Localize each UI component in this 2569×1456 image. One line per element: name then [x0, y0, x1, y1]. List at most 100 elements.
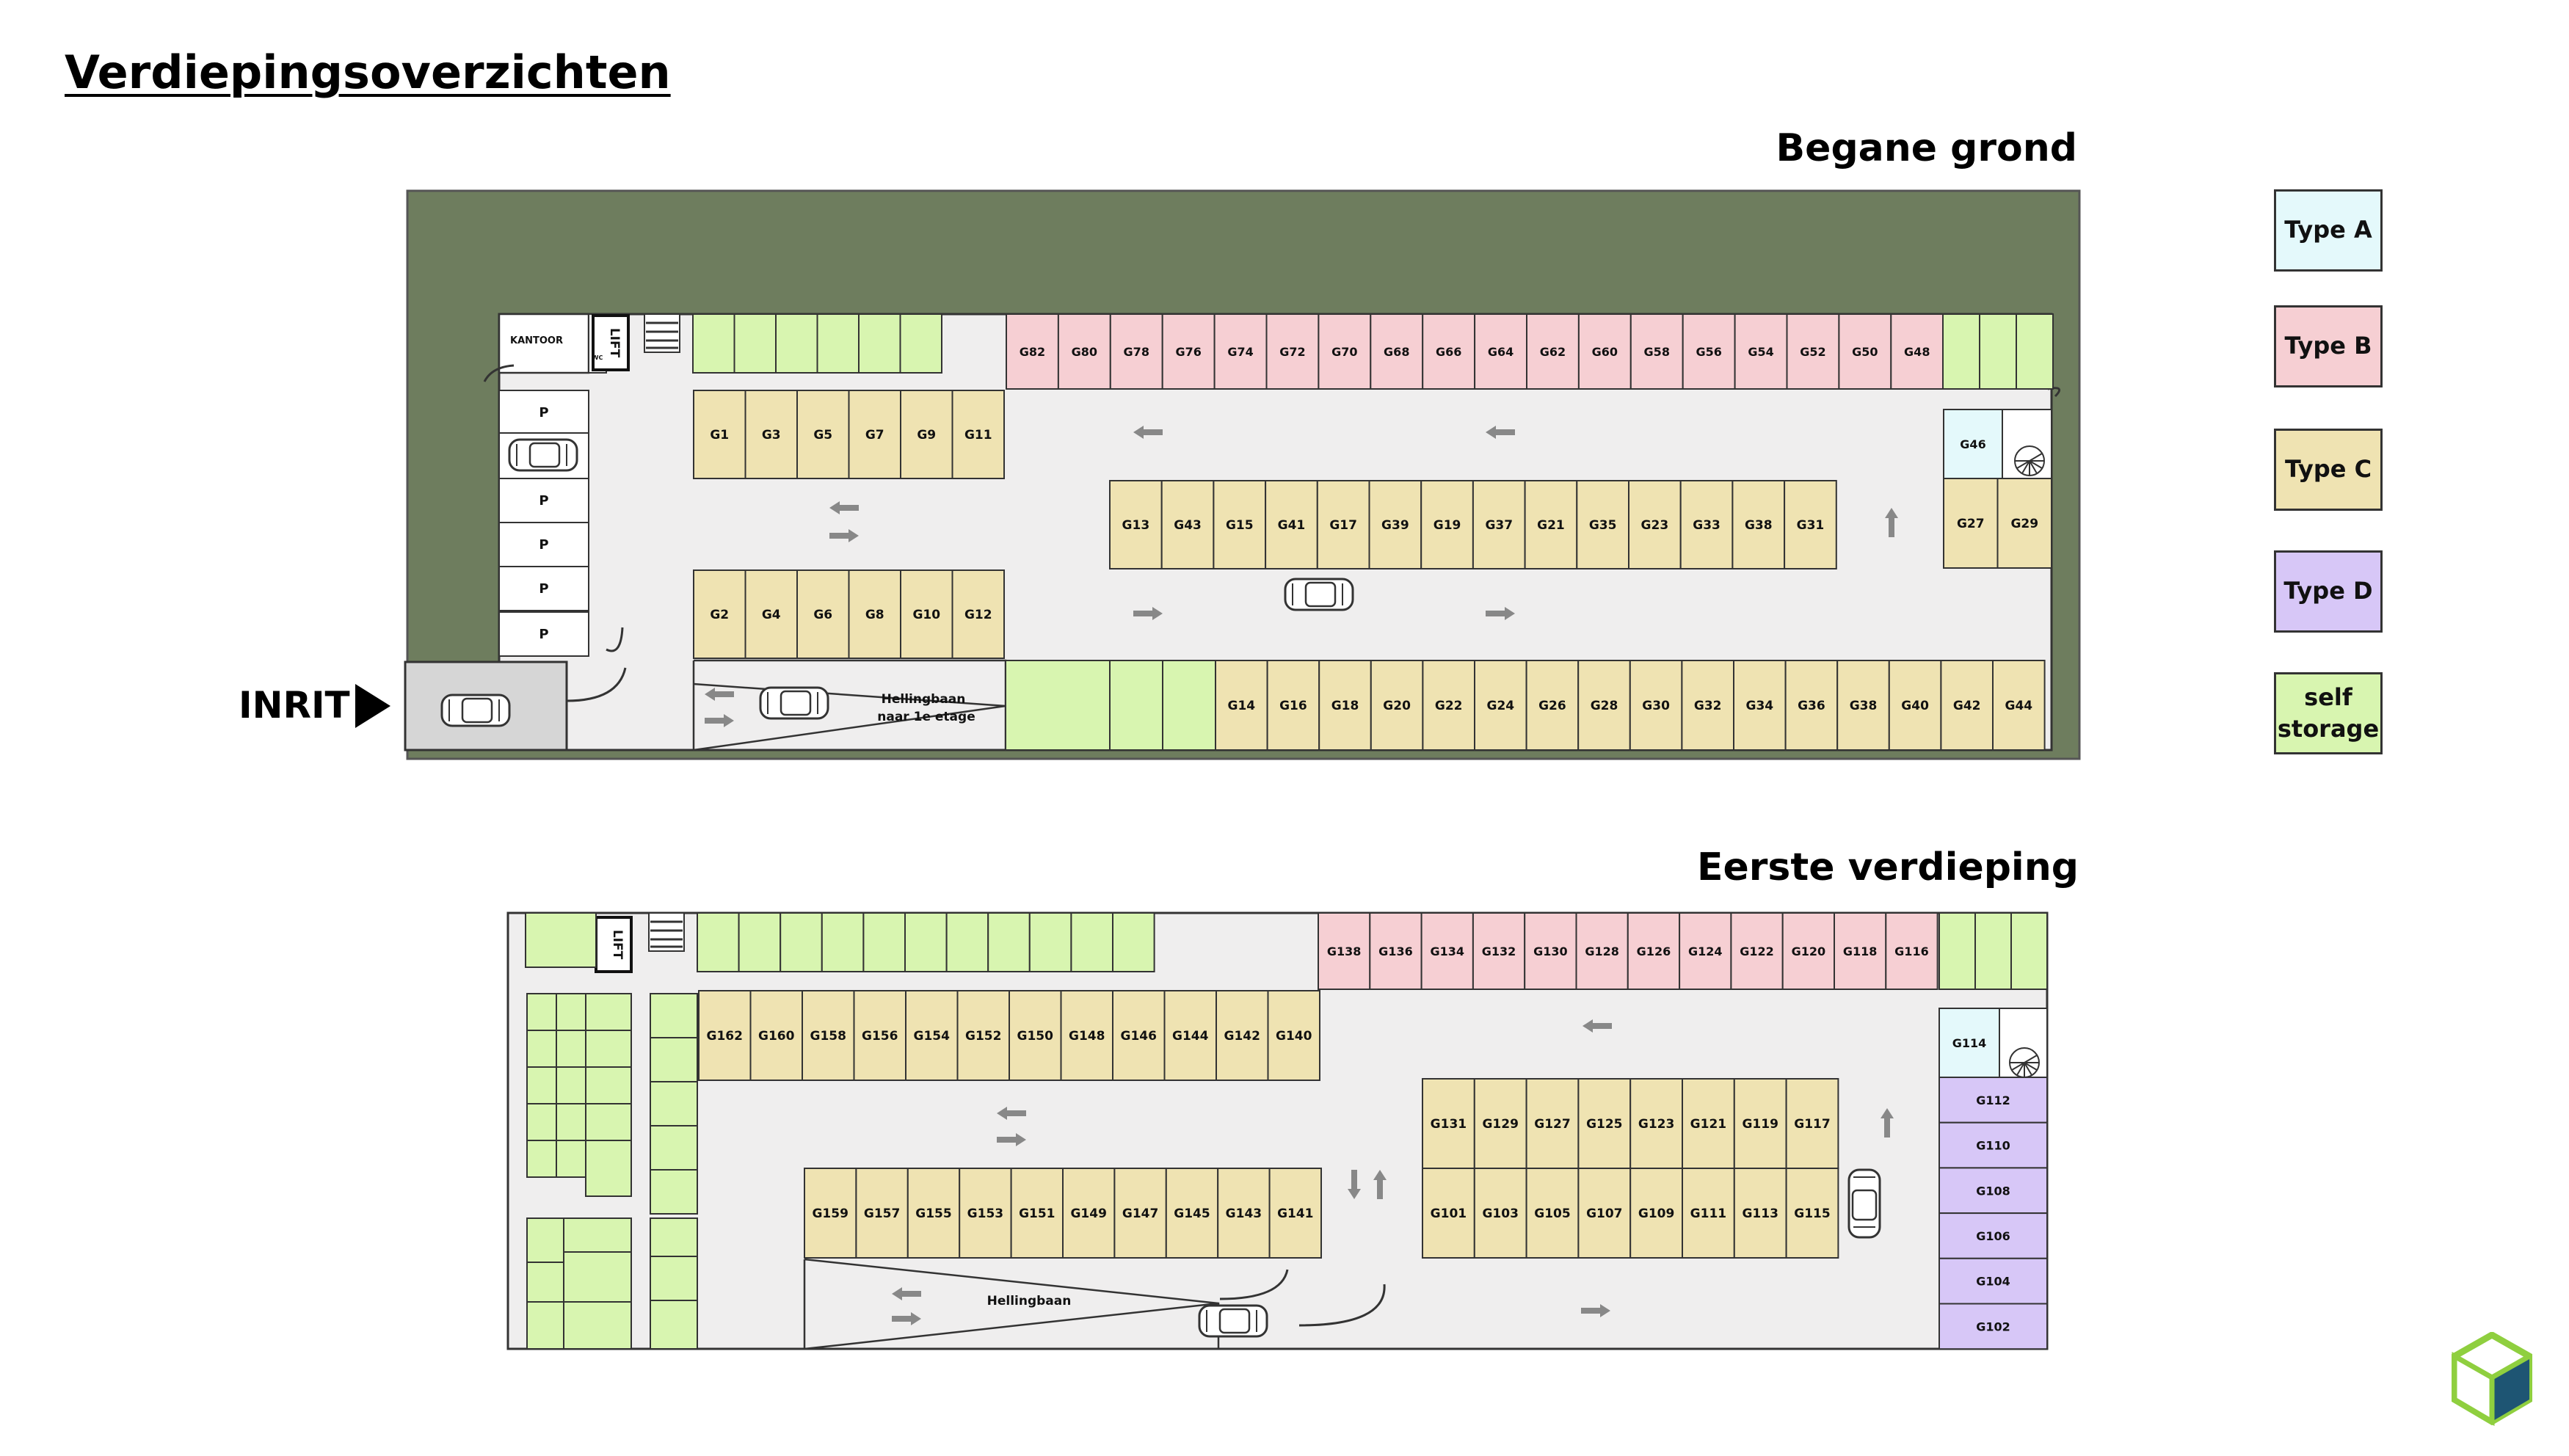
spot-label: G129 [1482, 1117, 1518, 1132]
spot-label: G52 [1800, 345, 1825, 359]
spot-label: G64 [1488, 345, 1514, 359]
parking-spot-g115 [1785, 1168, 1839, 1259]
legend-type-d: Type D [2274, 550, 2383, 633]
spot-label: G126 [1637, 944, 1671, 958]
parking-spot-g29 [1996, 478, 2052, 569]
spot-label: G3 [762, 428, 781, 443]
parking-spot-g35 [1576, 480, 1630, 569]
spot-label: P [539, 537, 548, 553]
spot-label: G26 [1538, 699, 1566, 713]
parking-spot-g66 [1422, 313, 1476, 390]
spot-label: G23 [1641, 518, 1669, 533]
parking-spot-g70 [1318, 313, 1372, 390]
self-storage-unit [692, 313, 735, 374]
spot-label: G33 [1693, 518, 1720, 533]
parking-spot-g119 [1733, 1078, 1787, 1169]
parking-spot-g18 [1318, 660, 1372, 751]
spot-label: G37 [1485, 518, 1513, 533]
parking-spot-g143 [1217, 1168, 1271, 1259]
parking-spot-g136 [1369, 912, 1422, 990]
parking-spot-g147 [1113, 1168, 1167, 1259]
parking-spot-g31 [1784, 480, 1837, 569]
spot-label: P [539, 405, 548, 421]
self-storage-unit [526, 1301, 564, 1350]
spot-label: G5 [813, 428, 832, 443]
parking-spot-g144 [1163, 990, 1217, 1081]
spot-label: G48 [1904, 345, 1930, 359]
self-storage-unit [650, 993, 698, 1038]
parking-spot-g38 [1732, 480, 1786, 569]
spot-label: G122 [1740, 944, 1774, 958]
spot-label: G118 [1843, 944, 1878, 958]
spot-label: G153 [967, 1206, 1003, 1221]
parking-spot-g82 [1006, 313, 1059, 390]
spot-label: G62 [1540, 345, 1566, 359]
spot-label: G35 [1589, 518, 1617, 533]
parking-spot-g120 [1781, 912, 1835, 990]
parking-spot-g22 [1422, 660, 1476, 751]
parking-spot-g132 [1472, 912, 1526, 990]
spot-label: G150 [1017, 1029, 1054, 1044]
parking-spot-g39 [1368, 480, 1422, 569]
spot-label: G121 [1690, 1117, 1726, 1132]
spot-label: G70 [1331, 345, 1357, 359]
self-storage-unit [563, 1217, 632, 1253]
ramp-label-1: Hellingbaan [882, 692, 966, 707]
self-storage-unit [1162, 660, 1216, 751]
self-storage-unit [650, 1081, 698, 1126]
self-storage-unit [556, 993, 586, 1031]
spot-label: G7 [865, 428, 884, 443]
parking-spot-g104 [1938, 1257, 2048, 1305]
spot-label: G74 [1227, 345, 1253, 359]
self-storage-unit [1109, 660, 1163, 751]
parking-spot-g17 [1316, 480, 1370, 569]
spot-label: G66 [1436, 345, 1461, 359]
spot-label: G136 [1378, 944, 1413, 958]
spot-label: G13 [1122, 518, 1150, 533]
parking-spot-g78 [1109, 313, 1163, 390]
spot-label: G134 [1430, 944, 1464, 958]
parking-spot-g7 [848, 390, 901, 479]
parking-spot-g10 [900, 569, 953, 659]
parking-spot-g101 [1422, 1168, 1475, 1259]
spot-label: G24 [1486, 699, 1514, 713]
parking-spot-g56 [1682, 313, 1736, 390]
spot-label: G6 [813, 608, 832, 622]
spot-label: G76 [1175, 345, 1201, 359]
spot-label: G56 [1696, 345, 1721, 359]
self-storage-unit [585, 1030, 632, 1068]
parking-spot-g141 [1268, 1168, 1322, 1259]
spot-label: G31 [1797, 518, 1825, 533]
self-storage-unit [733, 313, 777, 374]
parking-spot-g12 [951, 569, 1005, 659]
spot-label: G11 [964, 428, 992, 443]
parking-spot-g117 [1785, 1078, 1839, 1169]
parking-spot-g43 [1160, 480, 1215, 569]
self-storage-unit [585, 1103, 632, 1141]
spot-label: G148 [1069, 1029, 1105, 1044]
spot-label: G8 [865, 608, 884, 622]
self-storage-unit [525, 912, 597, 968]
spot-label: G125 [1586, 1117, 1622, 1132]
parking-spot-g76 [1161, 313, 1216, 390]
self-storage-unit [585, 1140, 632, 1197]
self-storage-unit [585, 993, 632, 1031]
parking-spot-g2 [693, 569, 746, 659]
parking-spot-g156 [853, 990, 906, 1081]
self-storage-unit [585, 1066, 632, 1104]
spot-label: G156 [862, 1029, 898, 1044]
entrance-arrow-icon [355, 684, 390, 728]
legend-type-b: Type B [2274, 305, 2383, 387]
spot-label: G20 [1383, 699, 1411, 713]
spot-label: G116 [1894, 944, 1929, 958]
self-storage-unit [556, 1140, 586, 1178]
spot-label: G142 [1224, 1029, 1260, 1044]
parking-spot-g138 [1318, 912, 1371, 990]
spot-label: G117 [1794, 1117, 1830, 1132]
ramp-label-2: naar 1e etage [877, 710, 975, 724]
visitor-parking-spot [498, 611, 589, 657]
spot-label: G29 [2010, 517, 2038, 531]
parking-spot-g126 [1627, 912, 1681, 990]
spot-label: G41 [1278, 518, 1306, 533]
